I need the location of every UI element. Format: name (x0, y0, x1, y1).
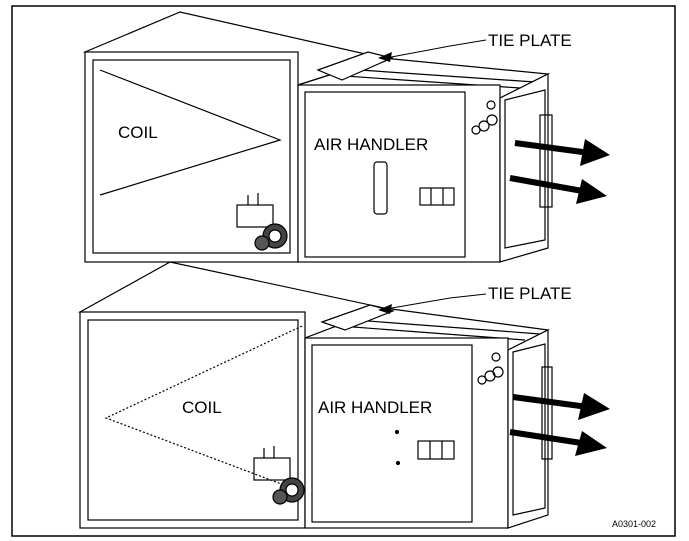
top-arrow-head-1-icon (580, 139, 610, 166)
top-tie-plate (316, 51, 394, 81)
top-air-handler-label: AIR HANDLER (314, 135, 428, 154)
bottom-air-handler-label: AIR HANDLER (318, 398, 432, 417)
bottom-coil-fittings-icon (253, 446, 305, 505)
bottom-arrow-head-1-icon (578, 393, 610, 420)
top-arrow-head-2-icon (576, 179, 607, 204)
top-airflow-arrows-icon (509, 140, 591, 195)
top-assembly (82, 11, 553, 263)
bottom-ah-front (304, 337, 509, 529)
figure-code: A0301-002 (612, 519, 656, 529)
bottom-assembly (78, 261, 553, 529)
bottom-tie-plate-label: TIE PLATE (488, 284, 572, 303)
bottom-coil-front (79, 311, 306, 529)
bottom-ah-side (507, 329, 549, 529)
bottom-coil-label: COIL (182, 398, 222, 417)
top-coil-fittings-icon (236, 193, 288, 251)
bottom-arrow-head-2-icon (575, 431, 607, 456)
top-tie-plate-label: TIE PLATE (488, 31, 572, 50)
top-tie-plate-leader (385, 39, 487, 59)
figure-border (11, 5, 676, 537)
top-coil-label: COIL (118, 123, 158, 142)
bottom-airflow-arrows-icon (509, 394, 589, 447)
top-ah-front (297, 84, 501, 263)
bottom-tie-plate-leader (385, 293, 487, 310)
top-ah-side (499, 73, 549, 263)
bottom-tie-plate (320, 304, 395, 331)
